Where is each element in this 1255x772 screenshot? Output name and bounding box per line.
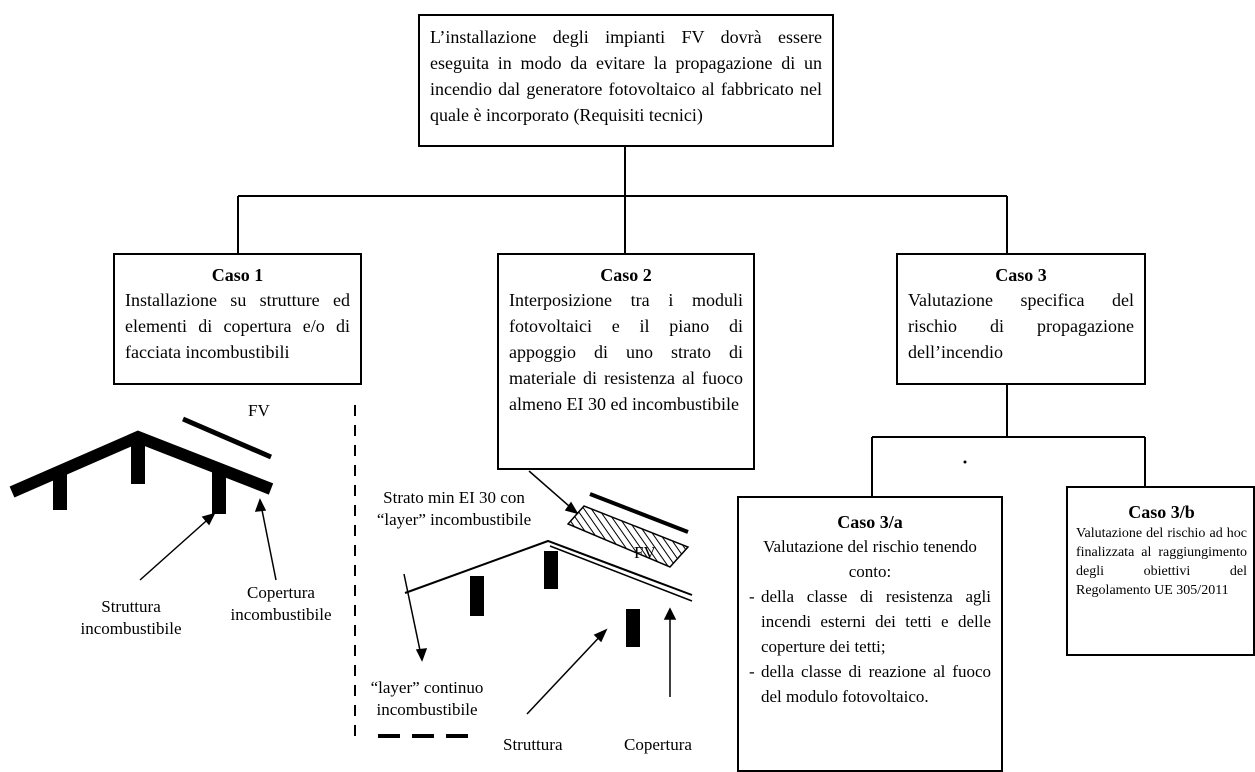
case3a-list-item: della classe di resistenza agli incendi … — [749, 584, 991, 659]
case3-box: Caso 3 Valutazione specifica del rischio… — [896, 253, 1146, 385]
case1-text: Installazione su strutture ed elementi d… — [125, 290, 350, 362]
case3b-box: Caso 3/b Valutazione del rischio ad hoc … — [1066, 486, 1255, 656]
case1-rafter-center — [131, 440, 145, 484]
case3b-text: Valutazione del rischio ad hoc finalizza… — [1076, 526, 1247, 598]
case2-copertura-label: Copertura — [624, 735, 692, 754]
case2-fv-panel — [589, 492, 689, 534]
case2-rafter-left — [470, 576, 484, 616]
case2-struttura-label: Struttura — [503, 735, 563, 754]
case2-text: Interposizione tra i moduli fotovoltaici… — [509, 290, 743, 414]
stray-dot — [963, 460, 967, 464]
case1-rafter-right — [212, 470, 226, 514]
case3a-list: della classe di resistenza agli incendi … — [749, 584, 991, 709]
case2-layer-label: “layer” continuo incombustibile — [370, 678, 484, 719]
tree-connectors — [237, 146, 1146, 496]
case2-strato-label: Strato min EI 30 con “layer” incombustib… — [376, 488, 532, 529]
case2-roof-line — [404, 539, 693, 596]
case3a-title: Caso 3/a — [837, 512, 903, 532]
case3a-box: Caso 3/a Valutazione del rischio tenendo… — [737, 496, 1003, 772]
case1-roof-figure — [9, 416, 277, 581]
case1-title: Caso 1 — [211, 265, 264, 285]
case2-roof-figure — [378, 470, 693, 738]
case2-hatched-layer — [566, 505, 690, 568]
case3a-intro: Valutazione del rischio tenendo conto: — [763, 537, 977, 581]
case1-copertura-label: Copertura incombustibile — [230, 583, 332, 624]
case1-fv-label: FV — [248, 401, 270, 420]
case1-fv-panel — [182, 416, 272, 460]
case2-box: Caso 2 Interposizione tra i moduli fotov… — [497, 253, 755, 470]
case2-arrow-struttura — [526, 629, 607, 715]
case2-title: Caso 2 — [600, 265, 652, 285]
case2-rafter-right — [626, 609, 640, 647]
top-box: L’installazione degli impianti FV dovrà … — [418, 14, 834, 147]
case3-text: Valutazione specifica del rischio di pro… — [908, 290, 1134, 362]
top-box-text: L’installazione degli impianti FV dovrà … — [430, 27, 822, 125]
case1-arrow-copertura — [259, 499, 277, 581]
case1-box: Caso 1 Installazione su strutture ed ele… — [113, 253, 362, 385]
case3b-title: Caso 3/b — [1128, 502, 1195, 522]
case1-rafter-left — [53, 470, 67, 510]
case3-title: Caso 3 — [995, 265, 1047, 285]
case1-struttura-label: Struttura incombustibile — [80, 597, 182, 638]
case2-arrow-layer — [403, 573, 423, 661]
case2-fv-label: FV — [634, 543, 656, 562]
case3a-list-item: della classe di reazione al fuoco del mo… — [749, 659, 991, 709]
case2-rafter-center — [544, 551, 558, 589]
case1-arrow-struttura — [139, 513, 215, 581]
